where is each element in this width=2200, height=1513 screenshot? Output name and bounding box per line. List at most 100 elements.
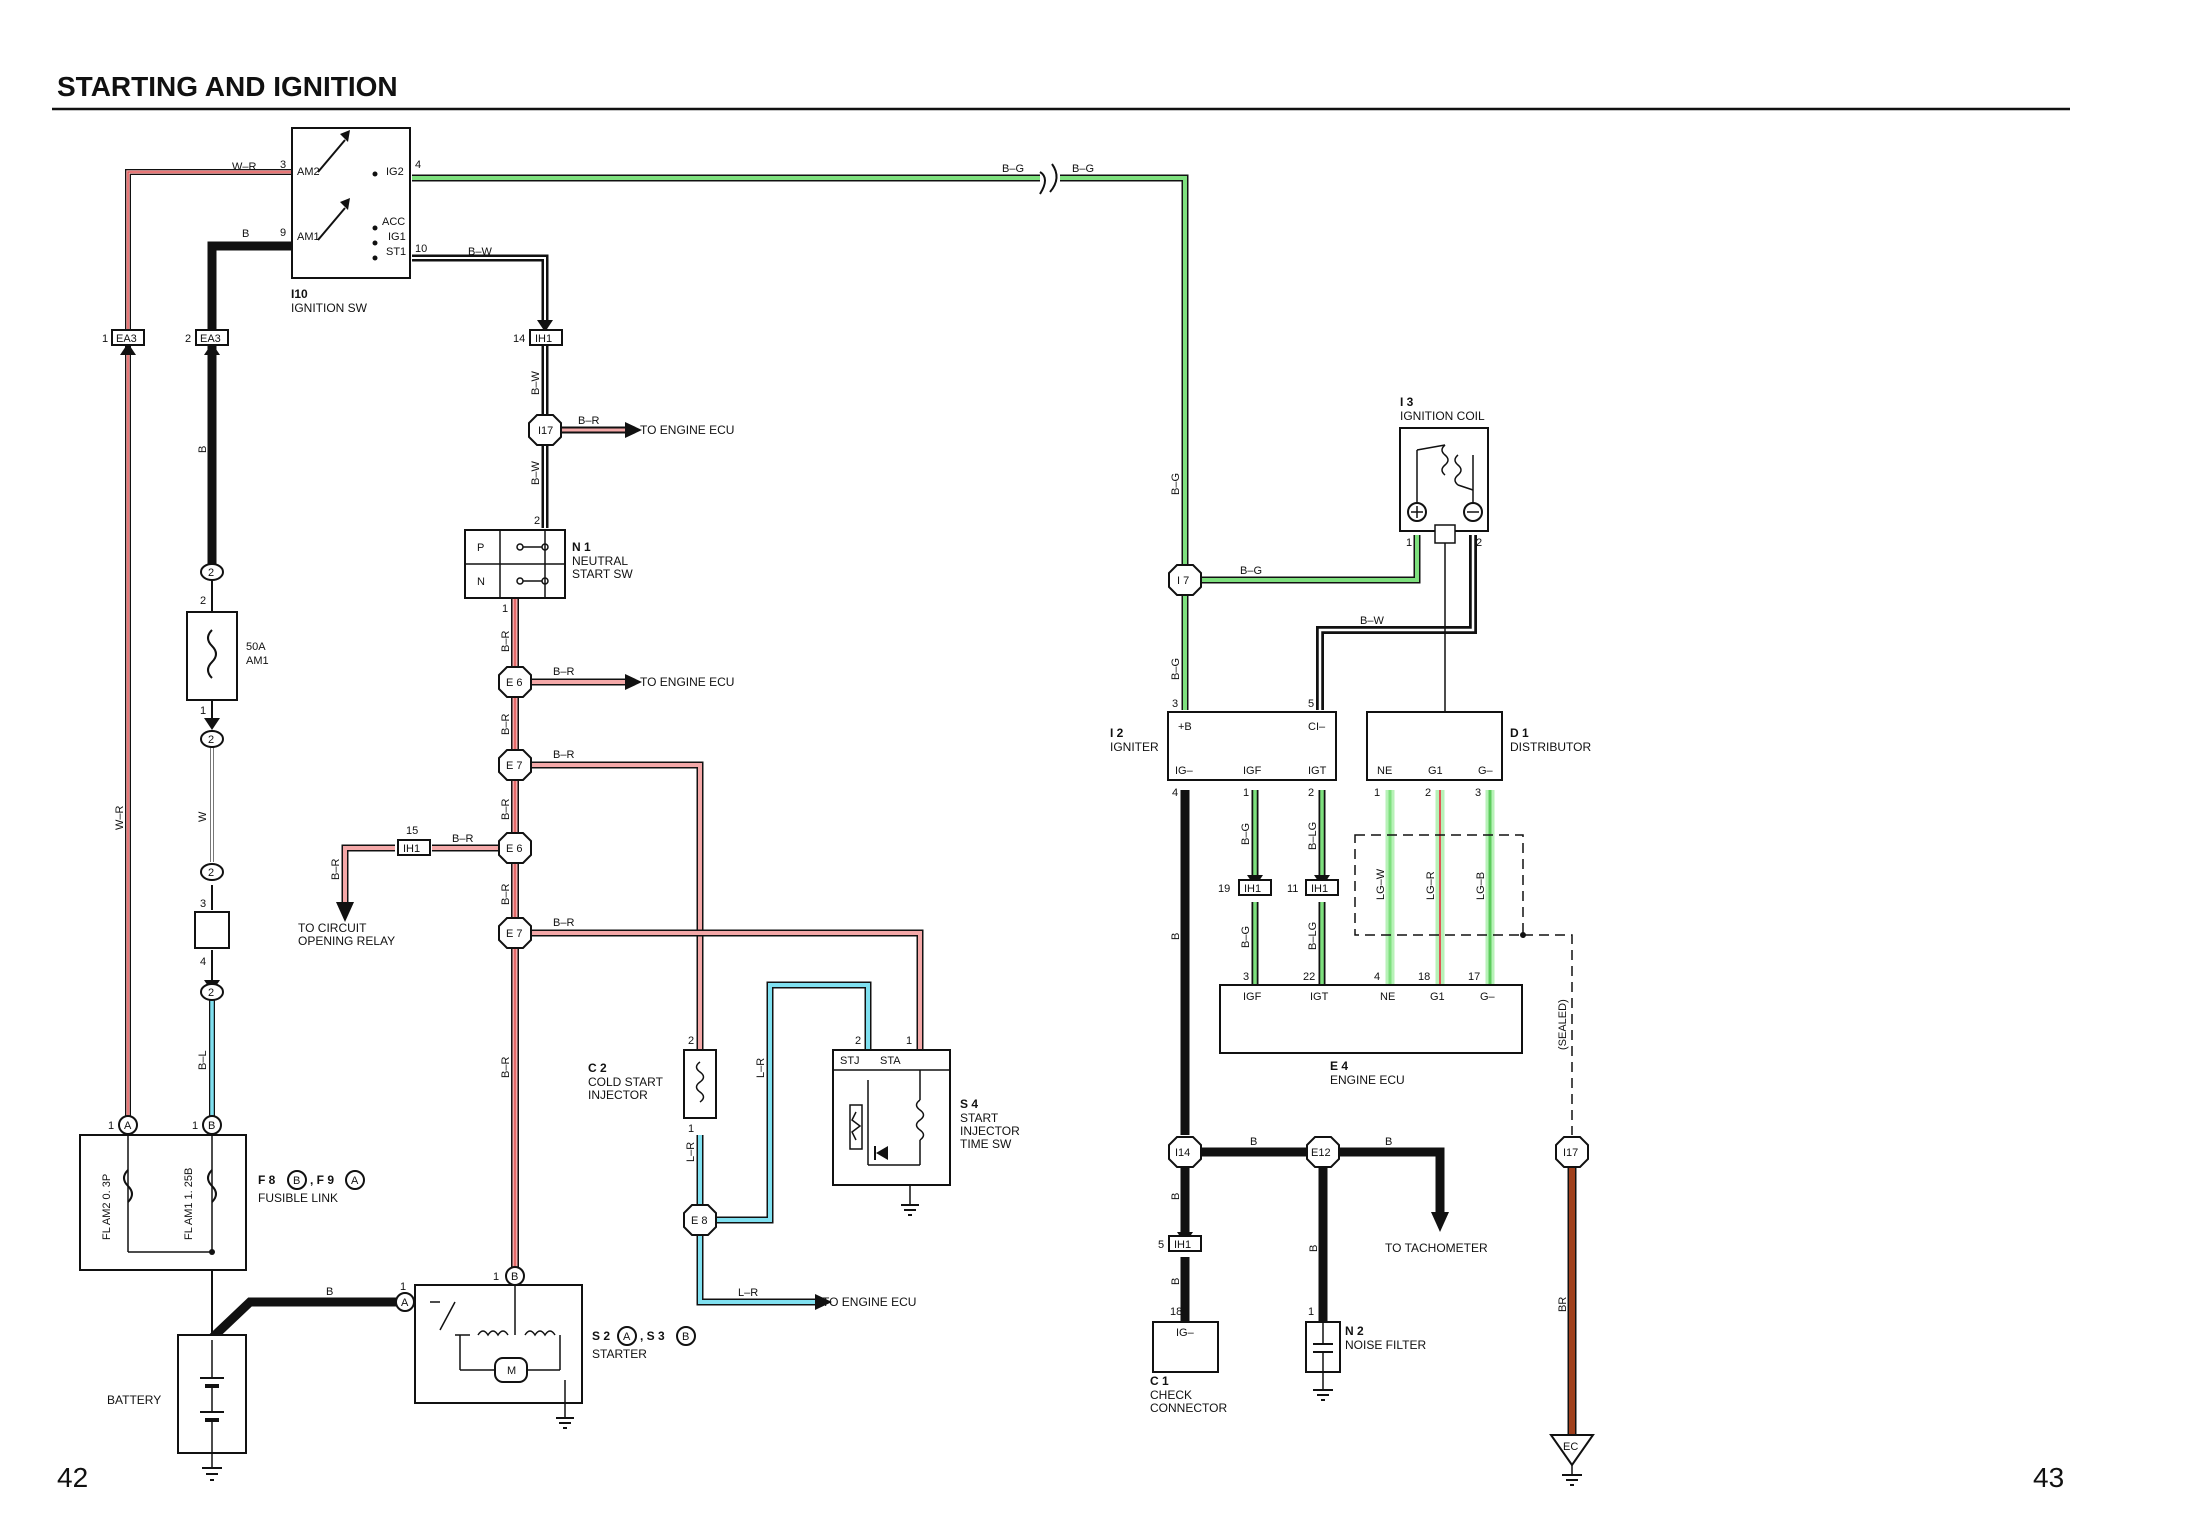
svg-text:1: 1 (1308, 1306, 1314, 1318)
cold-start-name-2: INJECTOR (588, 1088, 648, 1102)
sti-code: S 4 (960, 1097, 978, 1111)
svg-text:B: B (208, 1120, 215, 1132)
neutral-name-2: START SW (572, 567, 633, 581)
ign-sw-pinnum-3: 3 (280, 159, 286, 171)
svg-text:15: 15 (406, 825, 418, 837)
svg-text:4: 4 (200, 956, 206, 968)
svg-text:1: 1 (108, 1120, 114, 1132)
junction-i17-right: I17 (1555, 1136, 1589, 1168)
sti-pin-stj: STJ (840, 1055, 860, 1067)
svg-text:E 6: E 6 (506, 677, 523, 689)
svg-text:E12: E12 (1311, 1147, 1331, 1159)
page-number-right: 43 (2033, 1462, 2064, 1493)
svg-text:1: 1 (400, 1281, 406, 1293)
wire-label-bw-2: B–W (530, 461, 542, 485)
check-connector: IG– 18 (1152, 1306, 1219, 1373)
noise-filter-code: N 2 (1345, 1324, 1364, 1338)
svg-text:E 6: E 6 (506, 843, 523, 855)
igniter-pin-igt: IGT (1308, 765, 1327, 777)
starter-motor-label: M (507, 1365, 516, 1377)
svg-text:2: 2 (208, 567, 214, 579)
ignition-switch: AM2 AM1 IG2 ACC IG1 ST1 3 9 4 10 I10 IGN… (280, 127, 427, 315)
wires-layer (125, 169, 1577, 1435)
connector-2-a: 2 2 (200, 563, 224, 607)
svg-text:3: 3 (1243, 971, 1249, 983)
engine-ecu: IGF IGT NE G1 G– 3 22 4 18 17 (1219, 971, 1523, 1054)
check-pin-ig: IG– (1176, 1327, 1195, 1339)
igniter: +B CI– IG– IGF IGT 3 5 4 1 2 (1167, 698, 1337, 799)
svg-text:IH1: IH1 (1311, 883, 1328, 895)
neutral-name-1: NEUTRAL (572, 554, 628, 568)
wire-label-br-1: B–R (578, 415, 599, 427)
junction-e12: E12 (1306, 1136, 1340, 1168)
wire-label-bg-igf-1: B–G (1240, 823, 1252, 845)
wire-label-bg-2: B–G (1072, 163, 1094, 175)
svg-text:B: B (682, 1331, 689, 1343)
svg-text:E 7: E 7 (506, 760, 523, 772)
check-name-2: CONNECTOR (1150, 1401, 1227, 1415)
starter-code-s3: , S 3 (640, 1329, 665, 1343)
wire-label-lr-1: L–R (755, 1058, 767, 1078)
wire-label-br-v3: B–R (500, 799, 512, 820)
fusible-name: FUSIBLE LINK (258, 1191, 338, 1205)
wire-label-lgb: LG–B (1475, 872, 1487, 900)
neutral-start-switch: P N 2 1 (464, 515, 566, 615)
wire-label-wr-vert: W–R (114, 806, 126, 831)
wire-label-br-v1: B–R (500, 631, 512, 652)
wire-label-w-vert: W (197, 811, 209, 822)
to-tachometer: TO TACHOMETER (1385, 1241, 1488, 1255)
cold-start-name-1: COLD START (588, 1075, 664, 1089)
wire-label-b-check-2: B (1170, 1278, 1182, 1285)
ign-sw-pinnum-10: 10 (415, 243, 427, 255)
cold-start-injector: 2 1 (683, 1035, 717, 1135)
svg-text:A: A (401, 1297, 409, 1309)
wire-label-b-battery: B (326, 1286, 333, 1298)
to-engine-ecu-3: TO ENGINE ECU (822, 1295, 916, 1309)
wire-label-bg-v1: B–G (1170, 473, 1182, 495)
dist-pin-g: G– (1478, 765, 1494, 777)
wire-label-br-brown: BR (1557, 1297, 1569, 1312)
junction-e8: E 8 (683, 1204, 717, 1236)
wire-label-b-top: B (242, 228, 249, 240)
svg-text:1: 1 (1374, 787, 1380, 799)
igniter-pin-ci: CI– (1308, 721, 1326, 733)
svg-text:A: A (124, 1120, 132, 1132)
wire-label-b-noise: B (1308, 1245, 1320, 1252)
wire-label-bg-1: B–G (1002, 163, 1024, 175)
svg-text:B: B (293, 1175, 300, 1187)
junction-block (194, 911, 230, 949)
wire-label-bw-1: B–W (530, 371, 542, 395)
svg-text:18: 18 (1418, 971, 1430, 983)
check-code: C 1 (1150, 1374, 1169, 1388)
wire-label-lr-3: L–R (738, 1287, 758, 1299)
connector-2-c: 2 3 (200, 863, 224, 910)
svg-text:17: 17 (1468, 971, 1480, 983)
svg-text:2: 2 (208, 867, 214, 879)
junction-e6-b: E 6 (498, 832, 532, 864)
ign-sw-code: I10 (291, 287, 308, 301)
wire-label-b-i14: B (1250, 1136, 1257, 1148)
wire-label-br-v2: B–R (500, 714, 512, 735)
battery: BATTERY (107, 1334, 247, 1481)
svg-text:IH1: IH1 (535, 333, 552, 345)
svg-text:1: 1 (906, 1035, 912, 1047)
connector-ih1-top: IH1 14 (513, 329, 563, 346)
svg-text:IH1: IH1 (1174, 1239, 1191, 1251)
connector-ih1-igf: IH1 19 (1218, 879, 1272, 896)
connector-ih1-check: IH1 5 (1158, 1235, 1202, 1252)
wire-label-br-4: B–R (452, 833, 473, 845)
svg-text:1: 1 (502, 603, 508, 615)
fusible-fl-am2: FL AM2 0. 3P (101, 1174, 113, 1240)
neutral-p: P (477, 542, 484, 554)
cold-start-code: C 2 (588, 1061, 607, 1075)
svg-text:2: 2 (1425, 787, 1431, 799)
wire-label-bg-v2: B–G (1170, 658, 1182, 680)
wire-label-blg-1: B–LG (1307, 822, 1319, 850)
svg-text:2: 2 (534, 515, 540, 527)
wire-label-lr-2: L–R (685, 1142, 697, 1162)
svg-text:3: 3 (1172, 698, 1178, 710)
ecu-pin-g1: G1 (1430, 991, 1445, 1003)
engine-ecu-code: E 4 (1330, 1059, 1348, 1073)
sti-name-2: INJECTOR (960, 1124, 1020, 1138)
to-relay-1: TO CIRCUIT (298, 921, 367, 935)
